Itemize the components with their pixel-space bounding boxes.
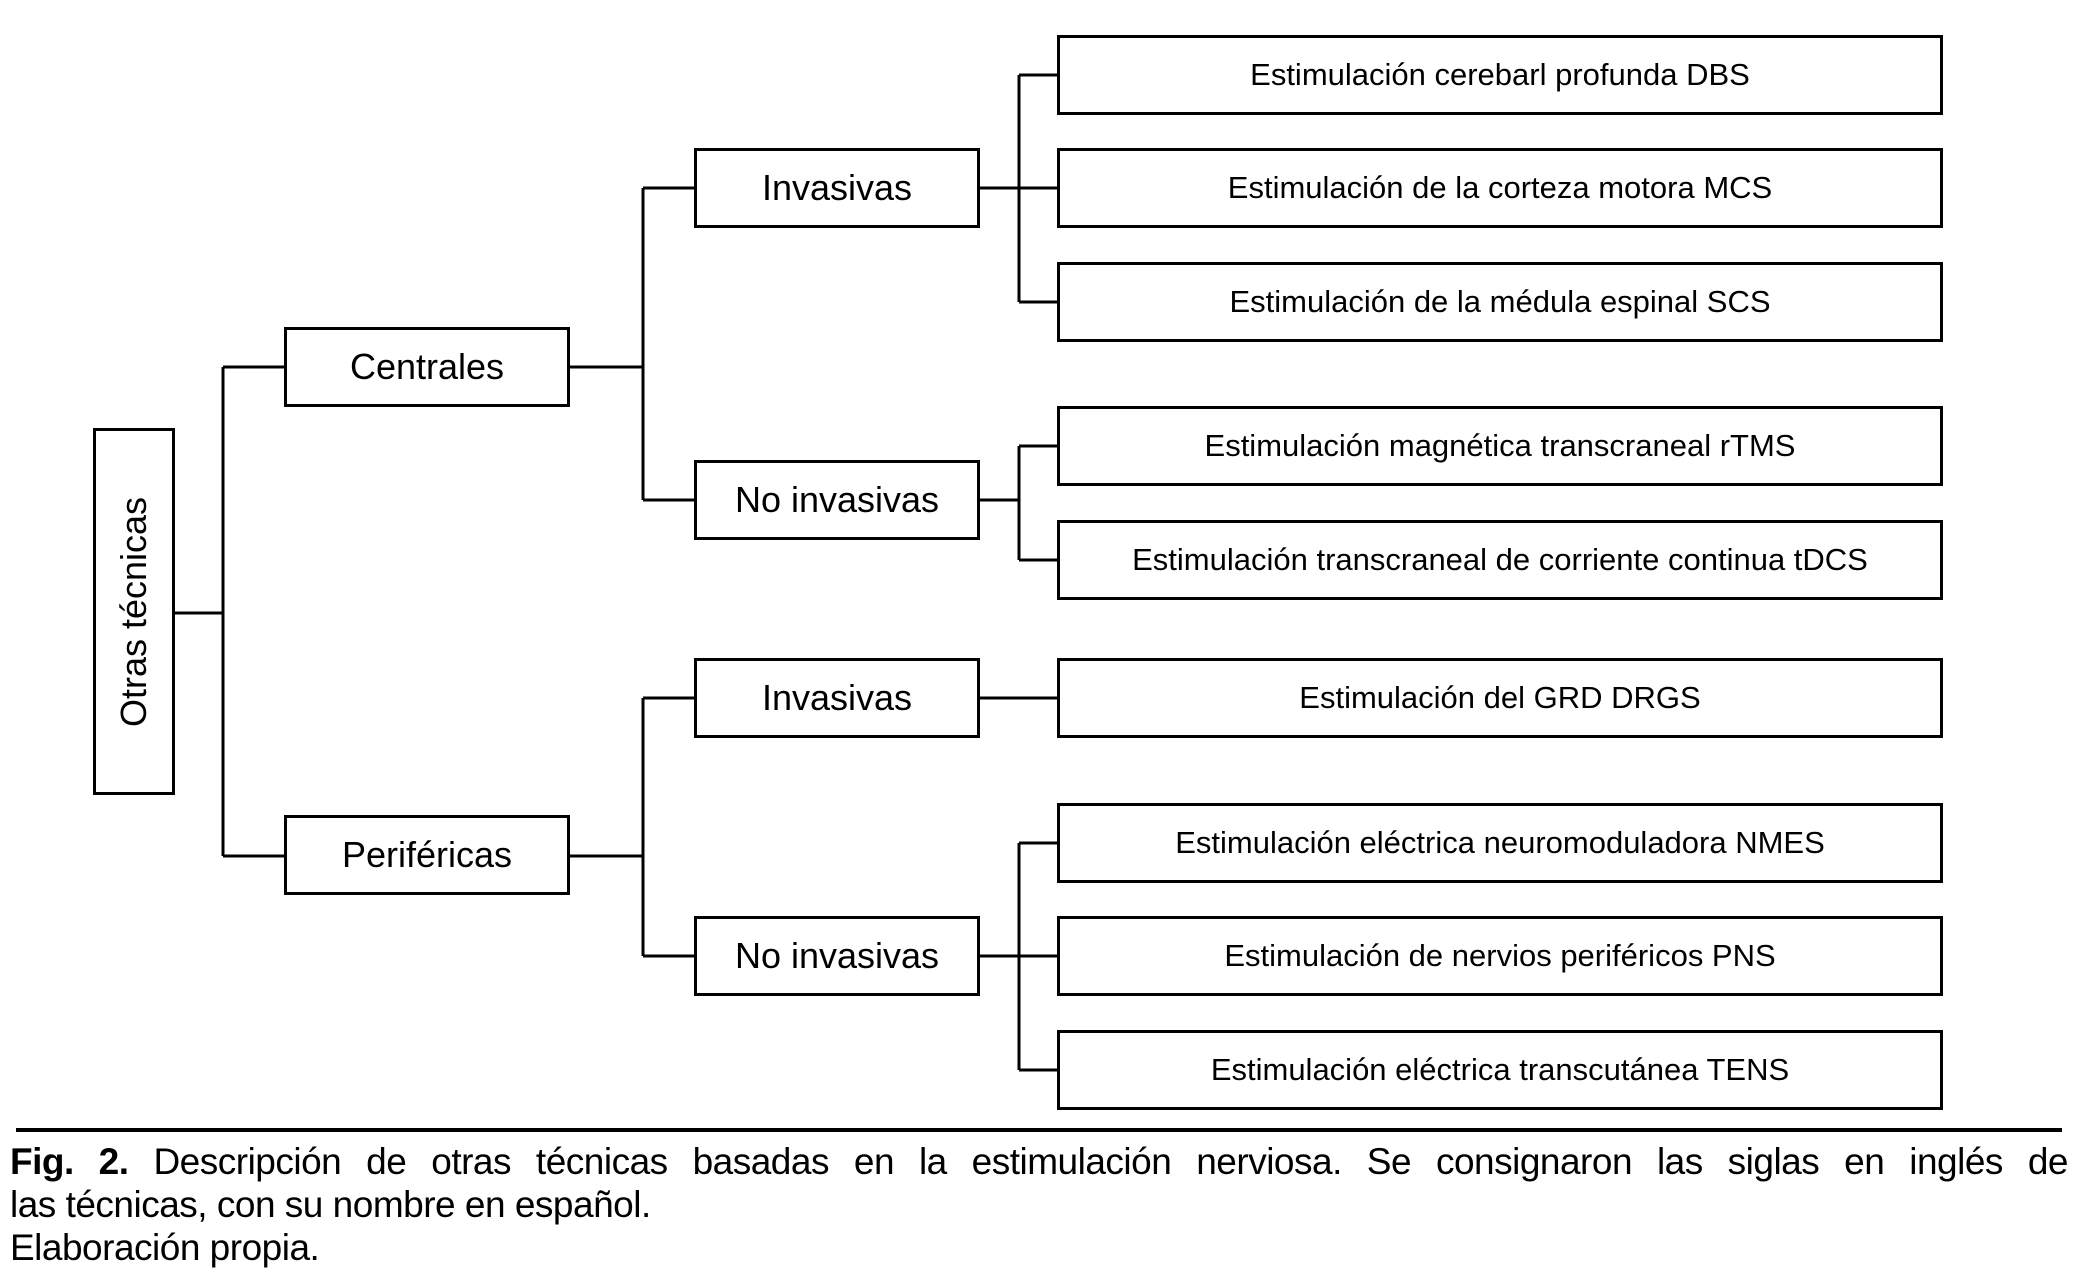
node-dbs: Estimulación cerebarl profunda DBS — [1057, 35, 1943, 115]
node-perifericas: Periféricas — [284, 815, 570, 895]
node-centrales-no-invasivas-label: No invasivas — [734, 479, 940, 520]
node-rtms: Estimulación magnética transcraneal rTMS — [1057, 406, 1943, 486]
node-dbs-label: Estimulación cerebarl profunda DBS — [1250, 57, 1750, 92]
node-perifericas-invasivas-label: Invasivas — [761, 677, 913, 718]
node-mcs-label: Estimulación de la corteza motora MCS — [1227, 170, 1773, 205]
caption-separator-line — [16, 1128, 2062, 1132]
node-tens-label: Estimulación eléctrica transcutánea TENS — [1210, 1052, 1790, 1087]
node-perifericas-no-invasivas: No invasivas — [694, 916, 980, 996]
node-tens: Estimulación eléctrica transcutánea TENS — [1057, 1030, 1943, 1110]
node-drgs: Estimulación del GRD DRGS — [1057, 658, 1943, 738]
node-centrales-invasivas: Invasivas — [694, 148, 980, 228]
node-otras-tecnicas-label: Otras técnicas — [113, 496, 154, 727]
node-centrales-label: Centrales — [349, 346, 505, 387]
node-centrales-no-invasivas: No invasivas — [694, 460, 980, 540]
node-pns-label: Estimulación de nervios periféricos PNS — [1224, 938, 1776, 973]
node-scs: Estimulación de la médula espinal SCS — [1057, 262, 1943, 342]
node-drgs-label: Estimulación del GRD DRGS — [1299, 680, 1701, 715]
node-rtms-label: Estimulación magnética transcraneal rTMS — [1204, 428, 1796, 463]
node-otras-tecnicas: Otras técnicas — [93, 428, 175, 795]
node-perifericas-label: Periféricas — [341, 834, 513, 875]
caption-line-1: Fig. 2. Descripción de otras técnicas ba… — [10, 1140, 2069, 1183]
caption-line-2: las técnicas, con su nombre en español. — [10, 1184, 651, 1225]
node-tdcs-label: Estimulación transcraneal de corriente c… — [1132, 542, 1868, 577]
node-tdcs: Estimulación transcraneal de corriente c… — [1057, 520, 1943, 600]
node-nmes: Estimulación eléctrica neuromoduladora N… — [1057, 803, 1943, 883]
node-centrales-invasivas-label: Invasivas — [761, 167, 913, 208]
node-perifericas-no-invasivas-label: No invasivas — [734, 935, 940, 976]
node-centrales: Centrales — [284, 327, 570, 407]
caption-line-3: Elaboración propia. — [10, 1227, 320, 1268]
node-scs-label: Estimulación de la médula espinal SCS — [1229, 284, 1771, 319]
caption-line-1-text: Descripción de otras técnicas basadas en… — [128, 1141, 2068, 1182]
node-mcs: Estimulación de la corteza motora MCS — [1057, 148, 1943, 228]
node-nmes-label: Estimulación eléctrica neuromoduladora N… — [1175, 825, 1825, 860]
figure-caption: Fig. 2. Descripción de otras técnicas ba… — [10, 1140, 2069, 1269]
node-pns: Estimulación de nervios periféricos PNS — [1057, 916, 1943, 996]
node-perifericas-invasivas: Invasivas — [694, 658, 980, 738]
caption-fig-label: Fig. 2. — [10, 1141, 129, 1182]
